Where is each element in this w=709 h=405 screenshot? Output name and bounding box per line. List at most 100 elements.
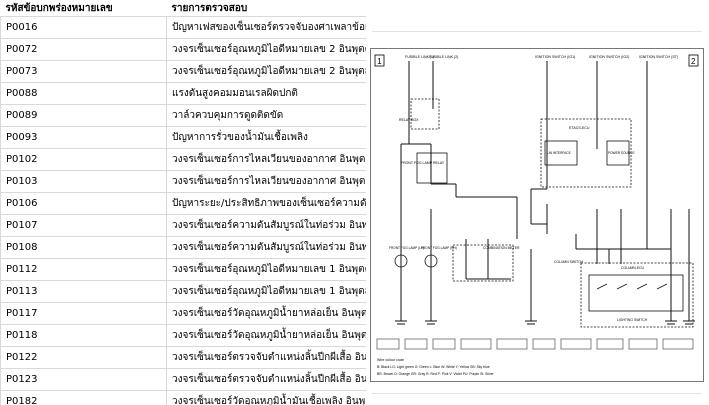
- lighting-switch: [588, 274, 684, 312]
- dtc-table-panel: รหัสข้อบกพร่องหมายเลข รายการตรวจสอบ P001…: [0, 0, 366, 405]
- relay-box: [410, 98, 440, 130]
- dtc-description-cell: วงจรเซ็นเซอร์ตรวจจับตำแหน่งลิ้นปีกผีเสื้…: [166, 346, 366, 369]
- label-ign-b: IGNITION SWITCH (IG2): [589, 55, 629, 59]
- label-front-fog-lh: FRONT FOG LAMP (LH): [389, 246, 424, 250]
- label-etacs: ETACS-ECU: [569, 126, 590, 130]
- label-lighting-switch: LIGHTING SWITCH: [617, 318, 648, 322]
- label-front-fog-rh: FRONT FOG LAMP (RH): [421, 246, 457, 250]
- dtc-code-cell: P0072: [0, 38, 167, 61]
- page-marker-left: [374, 54, 385, 67]
- switch-contacts: [596, 283, 668, 290]
- label-fusible-a: FUSIBLE LINK (1): [405, 55, 434, 59]
- dtc-code-cell: P0089: [0, 104, 167, 127]
- wire-lines: [400, 61, 690, 321]
- dtc-code-cell: P0113: [0, 280, 167, 303]
- dtc-code-cell: P0117: [0, 302, 167, 325]
- wiring-diagram-svg: 1 2 FUSIBLE LINK (1) FUSIBLE LINK (2) IG…: [374, 54, 699, 376]
- lin-interface: [544, 140, 578, 166]
- label-combination-meter: COMBINATION METER: [483, 246, 520, 250]
- power-source: [606, 140, 630, 166]
- dtc-description-cell: แรงดันสูงคอมมอนเรลผิดปกติ: [166, 82, 366, 105]
- dtc-code-cell: P0182: [0, 390, 167, 405]
- dtc-description-cell: วงจรเซ็นเซอร์อุณหภูมิไอดีหมายเลข 2 อินพุ…: [166, 38, 366, 61]
- table-header-row: รหัสข้อบกพร่องหมายเลข รายการตรวจสอบ: [0, 0, 366, 17]
- header-code: รหัสข้อบกพร่องหมายเลข: [0, 0, 167, 17]
- dtc-description-cell: วงจรเซ็นเซอร์วัดอุณหภูมิน้ำยาหล่อเย็น อิ…: [166, 324, 366, 347]
- label-power: POWER SOURCE: [608, 151, 635, 155]
- divider-line: [372, 31, 702, 32]
- dtc-code-cell: P0088: [0, 82, 167, 105]
- dtc-code-cell: P0108: [0, 236, 167, 259]
- dtc-description-cell: วงจรเซ็นเซอร์อุณหภูมิไอดีหมายเลข 1 อินพุ…: [166, 258, 366, 281]
- dtc-description-cell: วงจรเซ็นเซอร์วัดอุณหภูมิน้ำยาหล่อเย็น อิ…: [166, 302, 366, 325]
- dtc-code-cell: P0106: [0, 192, 167, 215]
- dtc-code-cell: P0112: [0, 258, 167, 281]
- label-ign-a: IGNITION SWITCH (IG1): [535, 55, 575, 59]
- dtc-description-cell: วงจรเซ็นเซอร์การไหลเวียนของอากาศ อินพุตส…: [166, 170, 366, 193]
- divider-line-bottom: [372, 393, 702, 394]
- dtc-description-cell: ปัญหาระยะ/ประสิทธิภาพของเซ็นเซอร์ความดัน…: [166, 192, 366, 215]
- dtc-description-cell: วงจรเซ็นเซอร์วัดอุณหภูมิน้ำมันเชื้อเพลิง…: [166, 390, 366, 405]
- dtc-description-cell: วงจรเซ็นเซอร์ความดันสัมบูรณ์ในท่อร่วม อิ…: [166, 214, 366, 237]
- dtc-code-cell: P0122: [0, 346, 167, 369]
- label-lin: LIN INTERFACE: [547, 151, 571, 155]
- dtc-code-cell: P0123: [0, 368, 167, 391]
- dtc-code-cell: P0093: [0, 126, 167, 149]
- front-fog-lamp-lh: [394, 254, 408, 268]
- ground-symbols: [395, 320, 695, 325]
- wire-color-line-2: BR: Brown O: Orange GR: Gray R: Red P: P…: [377, 372, 495, 376]
- column-switch: [580, 262, 694, 328]
- combination-meter: [452, 244, 514, 282]
- label-ign-c: IGNITION SWITCH (ST): [639, 55, 678, 59]
- header-description: รายการตรวจสอบ: [166, 0, 366, 17]
- label-fusible-b: FUSIBLE LINK (2): [429, 55, 458, 59]
- page-marker-right: [688, 54, 699, 67]
- page-marker-left-text: 1: [377, 57, 382, 66]
- connector-strip: [376, 338, 694, 350]
- dtc-description-cell: ปัญหาเฟสของเซ็นเซอร์ตรวจจับองศาเพลาข้อเห…: [166, 16, 366, 39]
- label-relay-box: RELAY BOX: [399, 118, 419, 122]
- label-column-switch: COLUMN SWITCH: [554, 260, 584, 264]
- dtc-description-cell: วงจรเซ็นเซอร์อุณหภูมิไอดีหมายเลข 1 อินพุ…: [166, 280, 366, 303]
- dtc-description-cell: วงจรเซ็นเซอร์การไหลเวียนของอากาศ อินพุตต…: [166, 148, 366, 171]
- wire-color-line-1: B: Black LG: Light green G: Green L: Blu…: [377, 365, 490, 369]
- wiring-diagram: 1 2 FUSIBLE LINK (1) FUSIBLE LINK (2) IG…: [370, 48, 704, 382]
- etacs-ecu: [540, 118, 632, 188]
- dtc-description-cell: วงจรเซ็นเซอร์อุณหภูมิไอดีหมายเลข 2 อินพุ…: [166, 60, 366, 83]
- dtc-description-cell: วงจรเซ็นเซอร์ความดันสัมบูรณ์ในท่อร่วม อิ…: [166, 236, 366, 259]
- dtc-code-cell: P0118: [0, 324, 167, 347]
- dtc-description-cell: ปัญหาการรั่วของน้ำมันเชื้อเพลิง: [166, 126, 366, 149]
- dtc-code-cell: P0073: [0, 60, 167, 83]
- label-column-ecu: COLUMN-ECU: [621, 266, 645, 270]
- front-fog-relay: [416, 152, 448, 184]
- dtc-code-cell: P0102: [0, 148, 167, 171]
- dtc-code-cell: P0107: [0, 214, 167, 237]
- page-marker-right-text: 2: [691, 57, 696, 66]
- wire-color-title: Wire colour code: [377, 358, 404, 362]
- dtc-description-cell: วาล์วควบคุมการดูดติดขัด: [166, 104, 366, 127]
- dtc-code-cell: P0016: [0, 16, 167, 39]
- dtc-code-cell: P0103: [0, 170, 167, 193]
- front-fog-lamp-rh: [424, 254, 438, 268]
- dtc-description-cell: วงจรเซ็นเซอร์ตรวจจับตำแหน่งลิ้นปีกผีเสื้…: [166, 368, 366, 391]
- dtc-table: รหัสข้อบกพร่องหมายเลข รายการตรวจสอบ P001…: [0, 0, 366, 405]
- label-front-fog-relay: FRONT FOG LAMP RELAY: [401, 161, 445, 165]
